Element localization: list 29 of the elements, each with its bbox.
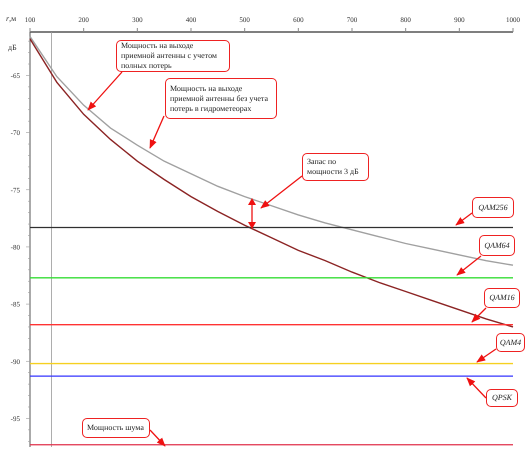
callout-text: Мощность на выходе приемной антенны с учетом полных потерь [121, 41, 218, 71]
axis-label: r,м [6, 13, 16, 25]
callout-text: Запас по мощности 3 дБ [307, 157, 360, 177]
callout-box [82, 418, 150, 438]
callout-text: Мощность шума [87, 423, 145, 433]
leader-arrow [471, 308, 486, 323]
callout-box [116, 40, 230, 72]
callout-box [486, 389, 518, 407]
leader-arrow [260, 175, 302, 209]
leader-arrow [149, 116, 165, 149]
callout-box [165, 78, 277, 119]
callout-text: QPSK [492, 393, 512, 403]
leader-arrow [455, 212, 472, 226]
callout-box [484, 288, 520, 308]
callout-box [472, 197, 514, 218]
callout-box [302, 153, 369, 181]
leader-arrow [87, 72, 122, 111]
callout-text: QAM16 [489, 293, 515, 303]
callout-text: QAM64 [484, 240, 510, 250]
callout-text: QAM256 [478, 202, 508, 212]
leader-arrow [476, 348, 496, 363]
leader-arrow [456, 256, 482, 276]
callout-text: QAM4 [500, 338, 522, 348]
callout-box [496, 333, 525, 352]
callout-text: Мощность на выходе приемной антенны без учета потерь в гидрометеорах [170, 84, 270, 114]
leader-arrow [466, 377, 486, 398]
leader-arrow [150, 430, 166, 447]
axis-label: дБ [8, 42, 17, 54]
callout-box [479, 235, 515, 256]
